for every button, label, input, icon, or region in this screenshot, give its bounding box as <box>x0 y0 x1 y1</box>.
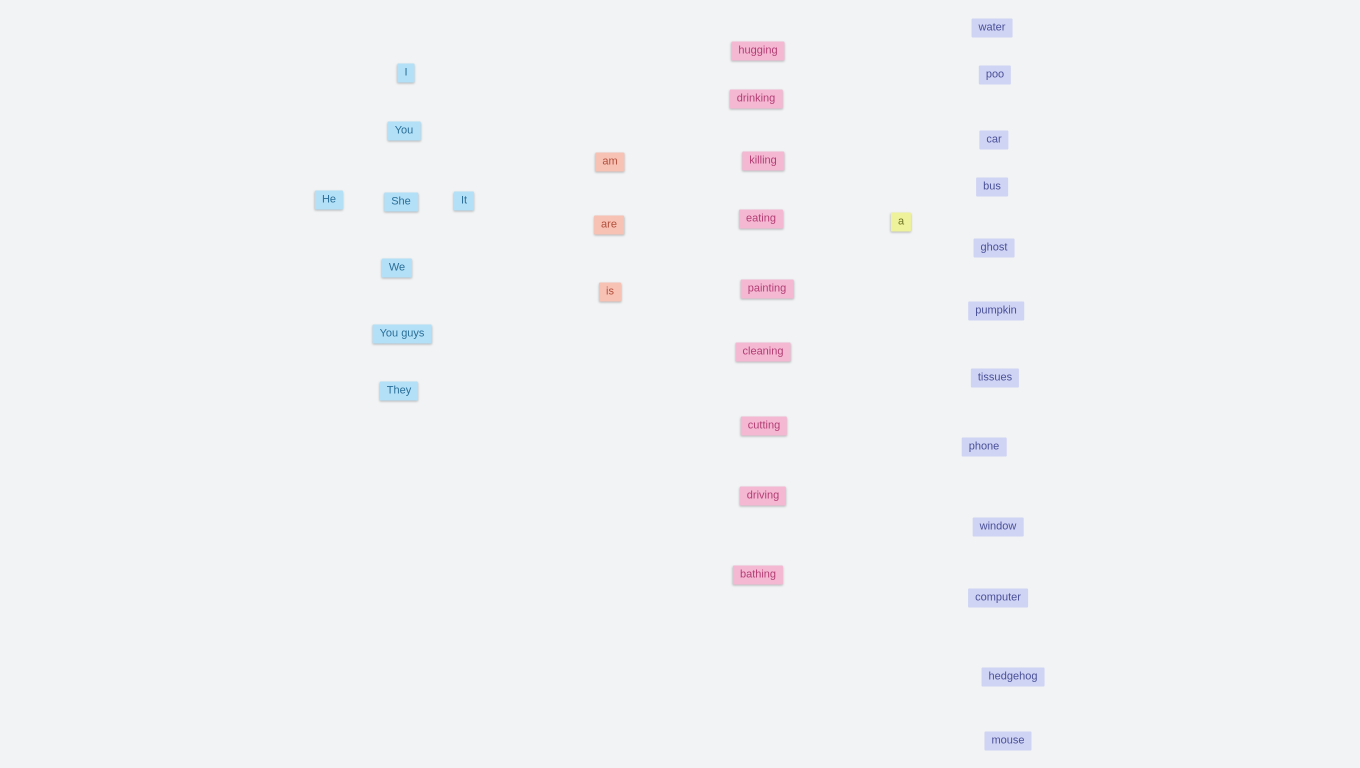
word-tile-i[interactable]: I <box>397 63 415 83</box>
word-tile-am[interactable]: am <box>595 152 625 172</box>
word-tile-you[interactable]: You <box>387 121 421 141</box>
word-tile-he[interactable]: He <box>314 190 344 210</box>
word-tile-computer[interactable]: computer <box>968 588 1028 608</box>
word-tile-bathing[interactable]: bathing <box>732 565 784 585</box>
word-tile-eating[interactable]: eating <box>739 209 783 229</box>
word-tile-you-guys[interactable]: You guys <box>372 324 432 344</box>
word-tile-she[interactable]: She <box>384 192 418 212</box>
word-tile-are[interactable]: are <box>594 215 624 235</box>
word-tile-car[interactable]: car <box>979 130 1009 150</box>
word-tile-phone[interactable]: phone <box>961 437 1007 457</box>
word-tile-is[interactable]: is <box>599 282 621 302</box>
word-tile-window[interactable]: window <box>972 517 1024 537</box>
word-tile-poo[interactable]: poo <box>978 65 1012 85</box>
word-tile-ghost[interactable]: ghost <box>973 238 1015 258</box>
word-tile-it[interactable]: It <box>453 191 475 211</box>
word-tile-water[interactable]: water <box>971 18 1013 38</box>
word-tile-hugging[interactable]: hugging <box>731 41 785 61</box>
word-tile-bus[interactable]: bus <box>976 177 1008 197</box>
word-tile-they[interactable]: They <box>379 381 419 401</box>
word-tile-tissues[interactable]: tissues <box>970 368 1020 388</box>
word-tile-cleaning[interactable]: cleaning <box>735 342 791 362</box>
word-tile-killing[interactable]: killing <box>742 151 784 171</box>
word-tile-hedgehog[interactable]: hedgehog <box>981 667 1045 687</box>
word-tile-we[interactable]: We <box>381 258 413 278</box>
word-tile-painting[interactable]: painting <box>740 279 794 299</box>
word-tile-a[interactable]: a <box>890 212 912 232</box>
word-tile-pumpkin[interactable]: pumpkin <box>968 301 1024 321</box>
word-tile-drinking[interactable]: drinking <box>729 89 783 109</box>
word-tile-cutting[interactable]: cutting <box>740 416 788 436</box>
word-tile-mouse[interactable]: mouse <box>984 731 1032 751</box>
word-tile-driving[interactable]: driving <box>739 486 787 506</box>
